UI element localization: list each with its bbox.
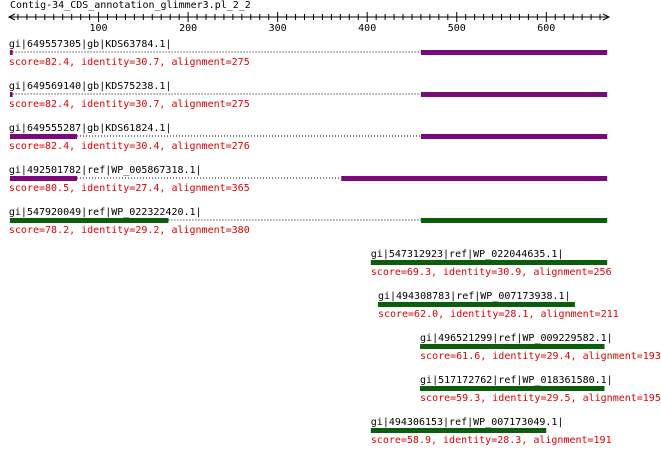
hit-label: gi|547312923|ref|WP_022044635.1|	[370, 249, 564, 260]
hit-segment-bar	[341, 176, 608, 181]
hit-segment-bar	[420, 134, 608, 139]
hit-score: score=82.4, identity=30.7, alignment=275	[8, 99, 250, 110]
axis-arrow-right	[602, 13, 611, 21]
hit-score: score=62.0, identity=28.1, alignment=211	[377, 309, 619, 320]
axis-tick-label: 300	[269, 23, 287, 34]
hit-segment-bar	[377, 302, 575, 307]
hit-label: gi|547920049|ref|WP_022322420.1|	[8, 207, 202, 218]
alignment-canvas: Contig-34_CDS_annotation_glimmer3.pl_2_2…	[7, 0, 661, 446]
axis-arrow-left	[7, 13, 16, 21]
ruler-axis: 100 200 300 400 500 600	[7, 12, 611, 433]
hit-label: gi|649569140|gb|KDS75238.1|	[8, 81, 172, 92]
hit-score: score=61.6, identity=29.4, alignment=193	[420, 351, 661, 362]
hit-label: gi|494308783|ref|WP_007173938.1|	[377, 291, 571, 302]
hit-score: score=58.9, identity=28.3, alignment=191	[370, 435, 612, 446]
hit-segment-bar	[420, 92, 608, 97]
hit-score: score=82.4, identity=30.4, alignment=276	[8, 141, 250, 152]
query-segment-bar	[9, 50, 13, 55]
hit-label: gi|492501782|ref|WP_005867318.1|	[8, 165, 202, 176]
hit-score: score=80.5, identity=27.4, alignment=365	[8, 183, 250, 194]
query-segment-bar	[9, 134, 78, 139]
query-segment-bar	[9, 176, 78, 181]
hit-segment-bar	[420, 386, 605, 391]
hit-label: gi|649555287|gb|KDS61824.1|	[8, 123, 172, 134]
hit-label: gi|649557305|gb|KDS63784.1|	[8, 39, 172, 50]
hit-label: gi|494306153|ref|WP_007173049.1|	[370, 417, 564, 428]
hit-segment-bar	[420, 50, 608, 55]
axis-tick-label: 500	[448, 23, 466, 34]
hit-label: gi|496521299|ref|WP_009229582.1|	[420, 333, 613, 344]
hit-segment-bar	[370, 260, 608, 265]
hit-segment-bar	[370, 428, 547, 433]
hit-segment-bar	[420, 218, 608, 223]
axis-tick-label: 100	[90, 23, 108, 34]
page-title: Contig-34_CDS_annotation_glimmer3.pl_2_2	[10, 0, 251, 11]
query-segment-bar	[9, 92, 13, 97]
hit-segment-bar	[420, 344, 605, 349]
hit-label: gi|517172762|ref|WP_018361580.1|	[420, 375, 613, 386]
hit-score: score=69.3, identity=30.9, alignment=256	[370, 267, 612, 278]
axis-tick-label: 600	[537, 23, 555, 34]
query-segment-bar	[9, 218, 169, 223]
axis-tick-label: 400	[358, 23, 376, 34]
hit-score: score=82.4, identity=30.7, alignment=275	[8, 57, 250, 68]
axis-tick-label: 200	[179, 23, 197, 34]
hit-score: score=78.2, identity=29.2, alignment=380	[8, 225, 250, 236]
hit-score: score=59.3, identity=29.5, alignment=195	[420, 393, 661, 404]
